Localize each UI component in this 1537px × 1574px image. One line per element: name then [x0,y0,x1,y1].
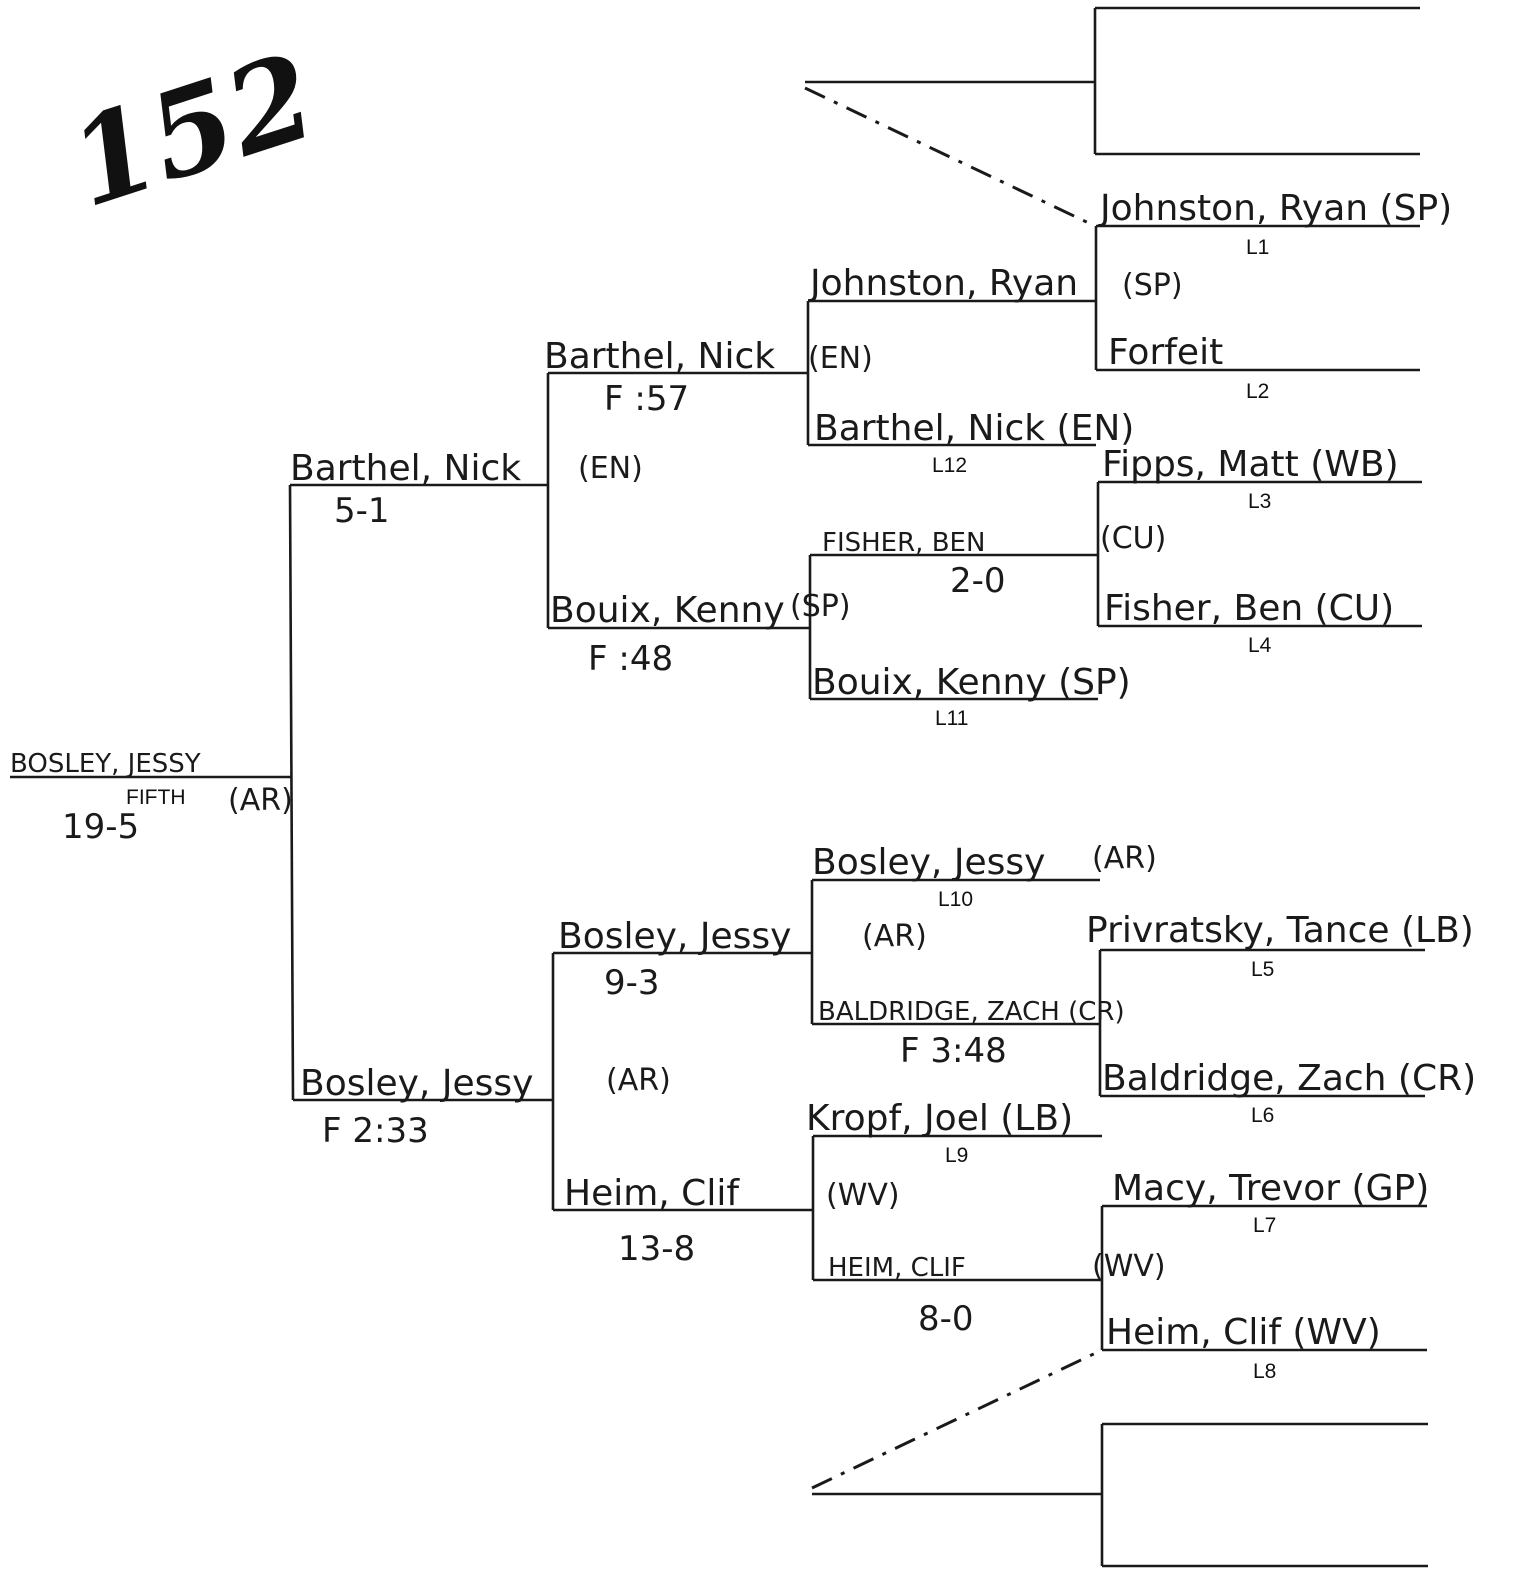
r2-top-winner: Johnston, Ryan [808,263,1078,304]
entry-l8: Heim, Clif (WV) [1106,1312,1381,1353]
r3d-score: 13-8 [618,1229,695,1269]
entry-l9: Kropf, Joel (LB) [806,1098,1073,1139]
round-3-entries: Barthel, Nick (EN) F :57 Bouix, Kenny (S… [544,336,927,1269]
entry-l3-team-note: (CU) [1100,521,1166,556]
label-l9: L9 [945,1144,968,1167]
fifth-place-result: BOSLEY, JESSY FIFTH (AR) 19-5 [10,749,293,847]
label-l4: L4 [1248,634,1272,657]
entry-l4: Fisher, Ben (CU) [1104,588,1394,629]
fifth-place-winner: BOSLEY, JESSY [10,749,201,779]
entry-l11: Bouix, Kenny (SP) [812,662,1131,703]
r3a-score: F :57 [604,379,689,419]
entry-l5: Privratsky, Tance (LB) [1086,910,1474,951]
r3d-team: (WV) [826,1178,900,1213]
r2-upper-mid-score: 2-0 [950,561,1006,601]
fifth-place-record: 19-5 [62,807,139,847]
r3a-winner: Barthel, Nick [544,336,775,377]
label-l8: L8 [1253,1360,1276,1383]
lower-feed-box [811,1348,1428,1568]
r3c-team: (AR) [862,919,927,954]
r3b-winner: Bouix, Kenny [550,590,785,631]
round-4 [288,483,553,1102]
r2-bottom-winner: HEIM, CLIF [828,1253,966,1283]
upper-feed-box [804,6,1420,228]
entry-l1: Johnston, Ryan (SP) [1098,188,1452,229]
entry-l6: Baldridge, Zach (CR) [1102,1058,1476,1099]
r2-bottom-score: 8-0 [918,1299,974,1339]
r4-bottom-team: (AR) [606,1063,671,1098]
weight-class-label: 152 [54,26,331,234]
r2-bottom-team: (WV) [1092,1249,1166,1284]
entry-l10-team: (AR) [1092,841,1157,876]
r4-bottom-score: F 2:33 [322,1111,429,1151]
round-1-entries: Johnston, Ryan (SP) Forfeit Fipps, Matt … [1086,188,1476,1353]
r4-top-winner: Barthel, Nick [290,448,521,489]
r3c-score: 9-3 [604,963,660,1003]
label-l11: L11 [935,707,968,730]
label-l2: L2 [1246,380,1269,403]
r3a-team: (EN) [808,341,873,376]
r3c-winner: Bosley, Jessy [558,916,791,957]
r2-lower-mid-winner: BALDRIDGE, ZACH (CR) [818,997,1125,1027]
entry-l10: Bosley, Jessy [812,842,1045,883]
r2-upper-mid-winner: FISHER, BEN [822,528,985,558]
entry-l2: Forfeit [1108,332,1223,373]
r3b-score: F :48 [588,639,673,679]
upper-feed-dashed-connector [804,86,1096,228]
r3b-team: (SP) [790,589,851,624]
r4-top-team: (EN) [578,451,643,486]
r3d-winner: Heim, Clif [564,1173,740,1214]
entry-l7: Macy, Trevor (GP) [1112,1168,1429,1209]
r2-top-team: (SP) [1122,268,1183,303]
r4-bottom-winner: Bosley, Jessy [300,1063,533,1104]
lower-feed-dashed-connector [811,1348,1103,1490]
r4-top-score: 5-1 [334,491,390,531]
entry-l3: Fipps, Matt (WB) [1102,444,1399,485]
round-4-entries: Barthel, Nick (EN) 5-1 Bosley, Jessy (AR… [290,448,671,1151]
fifth-place-team: (AR) [228,783,293,818]
round-3 [546,371,813,1212]
label-l7: L7 [1253,1214,1276,1237]
r4-bracket [288,484,295,1101]
label-l3: L3 [1248,490,1271,513]
label-l5: L5 [1251,958,1274,981]
loser-labels: L1 L2 L3 L4 L5 L6 L7 L8 L9 L10 L11 L12 [932,236,1276,1383]
round-2-entries: Johnston, Ryan (SP) Barthel, Nick (EN) F… [806,263,1183,1339]
label-l1: L1 [1246,236,1269,259]
label-l12: L12 [932,454,967,477]
label-l6: L6 [1251,1104,1274,1127]
entry-l12: Barthel, Nick (EN) [814,408,1134,449]
label-l10: L10 [938,888,973,911]
r2-lower-mid-score: F 3:48 [900,1031,1007,1071]
fifth-place-label: FIFTH [126,786,185,809]
